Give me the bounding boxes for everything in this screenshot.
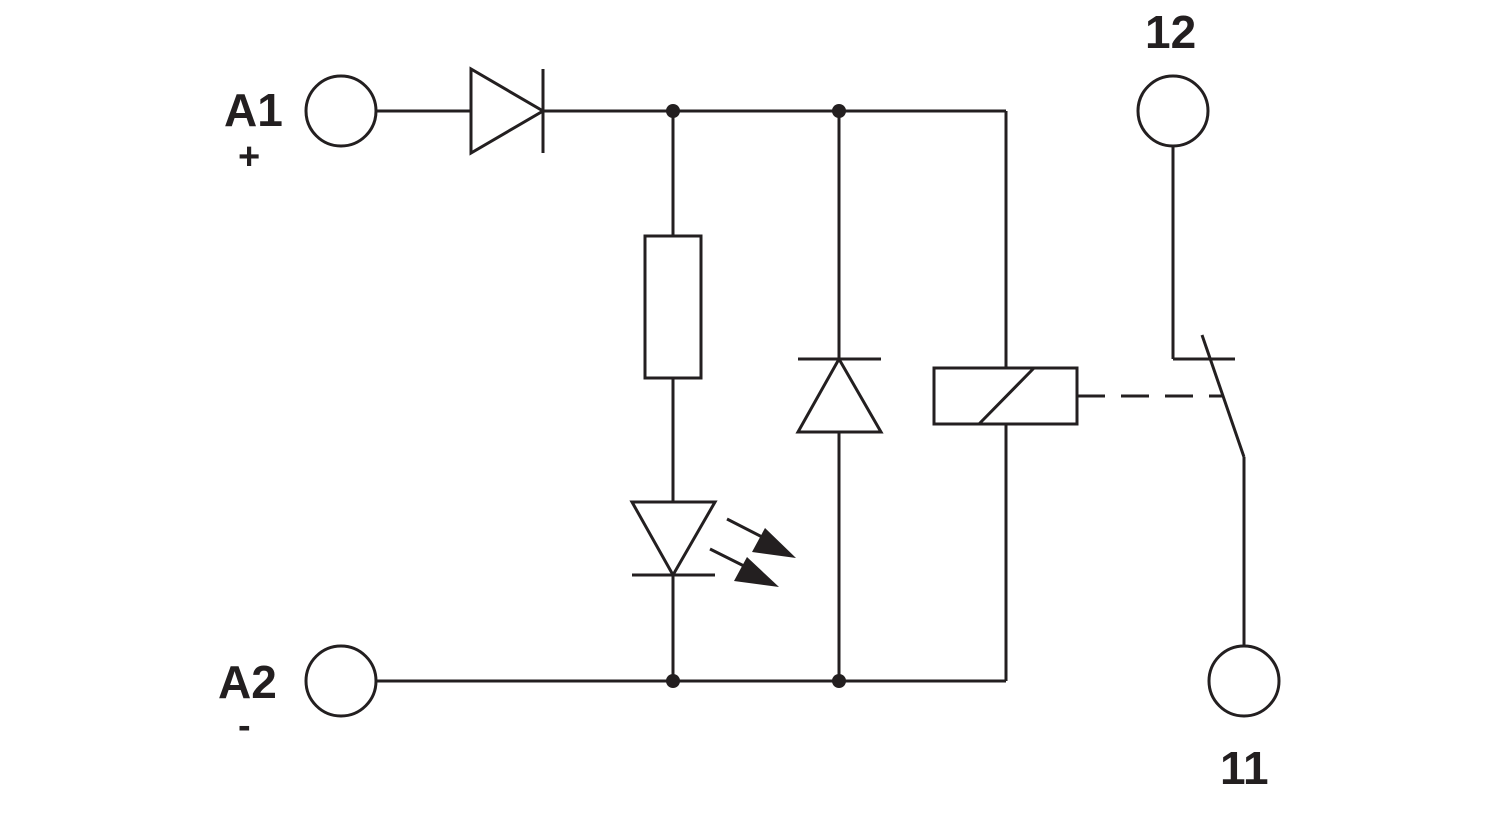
light-emission-arrows-icon [709,517,796,587]
terminal-11 [1207,644,1281,718]
relay-coil [932,366,1079,426]
terminal-12 [1136,74,1210,148]
switch-blade [1200,334,1246,458]
series-diode [469,66,546,156]
resistor [643,234,703,380]
terminal-12-label: 12 [1145,6,1196,58]
led-diode [629,500,718,579]
terminal-a1-sign: + [238,136,260,178]
terminal-a2 [304,644,378,718]
terminal-a2-label: A2 [218,656,277,708]
terminal-11-label: 11 [1220,742,1269,794]
terminal-a1 [304,74,378,148]
terminal-a2-sign: - [238,705,251,747]
terminal-a1-label: A1 [224,84,283,136]
freewheeling-diode [795,355,884,434]
